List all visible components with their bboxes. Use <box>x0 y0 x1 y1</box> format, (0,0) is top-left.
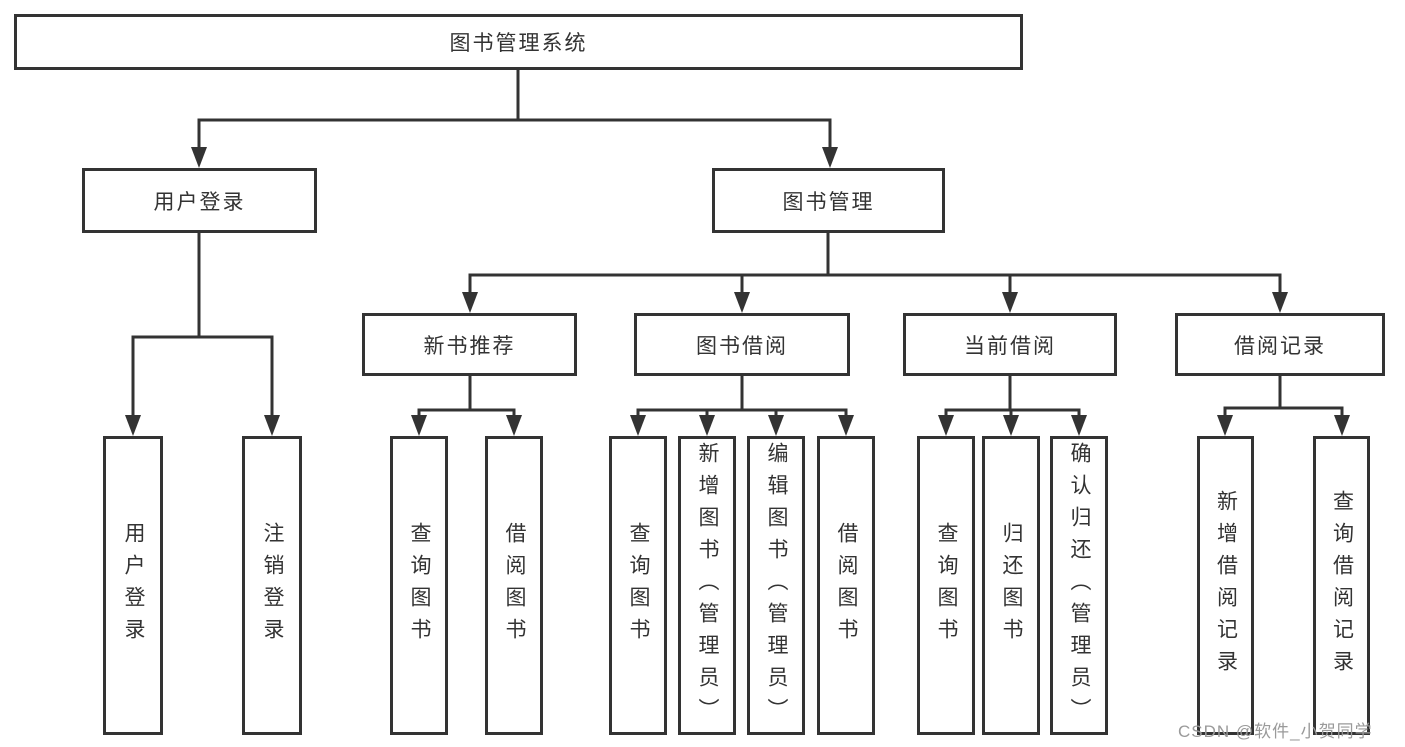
arrow-down-icon <box>1002 292 1018 313</box>
leaf-confirm-return-admin: 确认归还（管理员） <box>1050 436 1108 735</box>
arrow-down-icon <box>838 415 854 436</box>
leaf-borrow-books: 借阅图书 <box>817 436 875 735</box>
node-root-library-system: 图书管理系统 <box>14 14 1023 70</box>
leaf-query-books-recommend: 查询图书 <box>390 436 448 735</box>
arrow-down-icon <box>699 415 715 436</box>
arrow-down-icon <box>125 415 141 436</box>
arrow-down-icon <box>822 147 838 168</box>
node-borrowing-records: 借阅记录 <box>1175 313 1385 376</box>
arrow-down-icon <box>734 292 750 313</box>
arrow-down-icon <box>768 415 784 436</box>
leaf-return-books: 归还图书 <box>982 436 1040 735</box>
leaf-borrow-books-recommend: 借阅图书 <box>485 436 543 735</box>
arrow-down-icon <box>1272 292 1288 313</box>
leaf-query-books-current: 查询图书 <box>917 436 975 735</box>
arrow-down-icon <box>462 292 478 313</box>
leaf-query-books-borrowing: 查询图书 <box>609 436 667 735</box>
leaf-user-login: 用户登录 <box>103 436 163 735</box>
arrow-down-icon <box>1071 415 1087 436</box>
leaf-add-books-admin: 新增图书（管理员） <box>678 436 736 735</box>
leaf-add-borrow-record: 新增借阅记录 <box>1197 436 1254 735</box>
node-current-borrowing: 当前借阅 <box>903 313 1117 376</box>
arrow-down-icon <box>506 415 522 436</box>
node-user-login: 用户登录 <box>82 168 317 233</box>
arrow-down-icon <box>1334 415 1350 436</box>
leaf-query-borrow-record: 查询借阅记录 <box>1313 436 1370 735</box>
leaf-edit-books-admin: 编辑图书（管理员） <box>747 436 805 735</box>
arrow-down-icon <box>1217 415 1233 436</box>
arrow-down-icon <box>264 415 280 436</box>
node-book-management: 图书管理 <box>712 168 945 233</box>
arrow-down-icon <box>938 415 954 436</box>
arrow-down-icon <box>1003 415 1019 436</box>
arrow-down-icon <box>630 415 646 436</box>
arrow-down-icon <box>411 415 427 436</box>
leaf-logout: 注销登录 <box>242 436 302 735</box>
node-book-borrowing: 图书借阅 <box>634 313 850 376</box>
node-new-book-recommend: 新书推荐 <box>362 313 577 376</box>
csdn-watermark: CSDN @软件_小贺同学 <box>1178 722 1373 741</box>
arrow-down-icon <box>191 147 207 168</box>
